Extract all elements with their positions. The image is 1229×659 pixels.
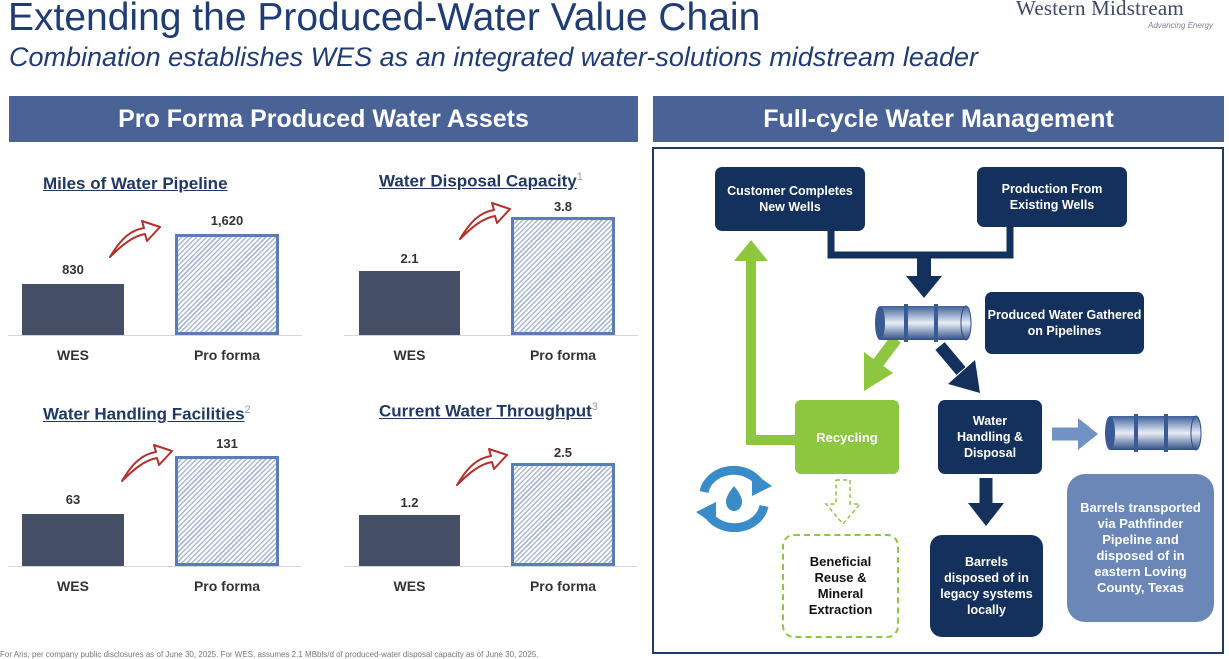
diagram-frame <box>652 147 1224 654</box>
chart-value-label: 2.1 <box>400 251 419 266</box>
box-recycling: Recycling <box>795 400 899 474</box>
chart-title-disposal: Water Disposal Capacity1 <box>379 171 583 191</box>
chart-category-label: Pro forma <box>529 347 597 363</box>
box-legacy-disposal: Barrels disposed of in legacy systems lo… <box>930 535 1043 637</box>
chart-value-label: 830 <box>62 262 84 277</box>
chart-value-label: 1.2 <box>400 495 419 510</box>
bar-wes <box>22 514 124 566</box>
chart-category-label: WES <box>57 347 89 363</box>
chart-category-label: WES <box>393 578 426 594</box>
bar-wes <box>22 284 124 335</box>
chart-value-label: 63 <box>65 492 81 507</box>
pipeline-icon <box>875 304 972 342</box>
chart-value-label: 131 <box>216 436 238 451</box>
growth-arrow-icon <box>121 444 173 482</box>
page-subtitle: Combination establishes WES as an integr… <box>9 42 978 72</box>
chart-category-label: WES <box>393 347 426 363</box>
growth-arrow-icon <box>456 448 508 486</box>
chart-category-label: WES <box>57 578 89 594</box>
chart-category-label: Pro forma <box>193 347 261 363</box>
box-production-existing-wells: Production From Existing Wells <box>977 167 1127 227</box>
pipeline-icon <box>1105 414 1202 452</box>
chart-axis <box>344 335 638 336</box>
company-logo: Western Midstream <box>1016 0 1184 20</box>
chart-title-throughput: Current Water Throughput3 <box>379 401 598 421</box>
chart-value-label: 1,620 <box>210 213 244 228</box>
chart-axis <box>344 566 638 567</box>
bar-pro-forma <box>511 217 615 335</box>
box-produced-water-gathered: Produced Water Gathered on Pipelines <box>985 292 1144 354</box>
chart-title-facilities: Water Handling Facilities2 <box>43 404 251 424</box>
footnote: For Aris, per company public disclosures… <box>0 650 539 659</box>
chart-category-label: Pro forma <box>529 578 597 594</box>
box-pathfinder-pipeline: Barrels transported via Pathfinder Pipel… <box>1067 474 1214 622</box>
bar-pro-forma <box>175 234 279 335</box>
growth-arrow-icon <box>459 202 511 240</box>
bar-wes <box>359 515 460 566</box>
bar-wes <box>359 271 460 335</box>
chart-category-label: Pro forma <box>193 578 261 594</box>
left-section-header: Pro Forma Produced Water Assets <box>9 96 638 142</box>
chart-value-label: 3.8 <box>553 199 573 214</box>
right-section-header: Full-cycle Water Management <box>653 96 1224 142</box>
chart-axis <box>8 566 302 567</box>
box-customer-completes-new-wells: Customer Completes New Wells <box>715 167 865 231</box>
page-title: Extending the Produced-Water Value Chain <box>8 0 761 39</box>
box-beneficial-reuse: Beneficial Reuse & Mineral Extraction <box>782 534 899 638</box>
bar-pro-forma <box>175 456 279 566</box>
bar-pro-forma <box>511 463 615 566</box>
chart-title-pipeline: Miles of Water Pipeline <box>43 174 228 193</box>
box-water-handling-disposal: Water Handling & Disposal <box>938 400 1042 474</box>
chart-value-label: 2.5 <box>553 445 573 460</box>
logo-tagline: Advancing Energy <box>1148 21 1213 30</box>
chart-axis <box>8 335 302 336</box>
water-recycle-icon <box>696 466 772 532</box>
growth-arrow-icon <box>109 220 161 258</box>
